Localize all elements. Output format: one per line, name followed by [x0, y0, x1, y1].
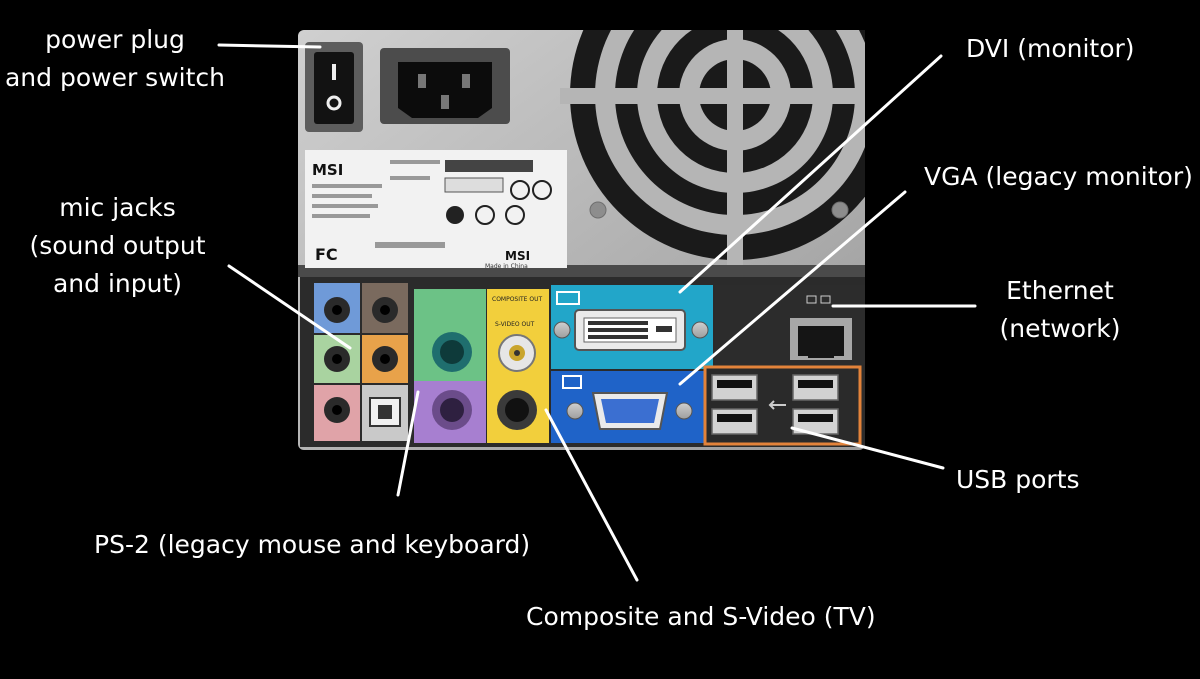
ps2-ports — [414, 289, 486, 443]
power-leader-line — [217, 43, 322, 49]
mic-jacks-label: mic jacks (sound output and input) — [10, 189, 225, 303]
usb-ports-label: USB ports — [956, 461, 1080, 499]
vga-port — [551, 371, 713, 443]
leader-lines — [217, 43, 977, 582]
dvi-label: DVI (monitor) — [966, 30, 1135, 68]
power-switch — [305, 42, 363, 132]
composite-label-line-1: Composite and S-Video (TV) — [526, 602, 876, 631]
vga-label: VGA (legacy monitor) — [924, 158, 1193, 196]
mic-label-line-2: (sound output — [29, 231, 206, 260]
audio-jacks — [314, 283, 408, 441]
dvi-port — [551, 285, 713, 369]
ps2-label-line-1: PS-2 (legacy mouse and keyboard) — [94, 530, 531, 559]
composite-svideo-label: Composite and S-Video (TV) — [526, 598, 876, 636]
ethernet-label-line-2: (network) — [999, 314, 1121, 343]
mic-leader-line — [227, 264, 352, 350]
made-in-text: Made in China — [485, 263, 528, 270]
ethernet-label: Ethernet (network) — [990, 272, 1130, 348]
power-plug-switch-label: power plug and power switch — [0, 21, 230, 97]
mic-label-line-1: mic jacks — [59, 193, 176, 222]
power-label-line-2: and power switch — [4, 63, 225, 92]
rating-label: MSI FC MSI Made in China — [305, 150, 567, 270]
dvi-leader-line — [678, 54, 943, 294]
composite-svideo-ports: COMPOSITE OUT S-VIDEO OUT — [487, 289, 549, 443]
ethernet-label-line-1: Ethernet — [1006, 276, 1114, 305]
vga-label-line-1: VGA (legacy monitor) — [924, 162, 1193, 191]
svideo-out-text: S-VIDEO OUT — [495, 321, 535, 328]
usb-ports — [703, 365, 862, 446]
usb-leader-line — [790, 426, 945, 470]
ps2-leader-line — [396, 390, 420, 497]
power-label-line-1: power plug — [45, 25, 185, 54]
power-plug — [380, 48, 510, 124]
svg-text:FC: FC — [315, 245, 338, 264]
ethernet-port — [715, 285, 865, 365]
brand-small-text: MSI — [505, 249, 530, 263]
dvi-label-line-1: DVI (monitor) — [966, 34, 1135, 63]
ps2-label: PS-2 (legacy mouse and keyboard) — [94, 526, 530, 564]
mic-label-line-3: and input) — [52, 269, 183, 298]
fan-grille — [560, 30, 865, 265]
composite-leader-line — [544, 408, 639, 582]
composite-out-text: COMPOSITE OUT — [492, 296, 542, 303]
usb-label-line-1: USB ports — [956, 465, 1080, 494]
brand-text: MSI — [312, 161, 343, 179]
vga-leader-line — [678, 190, 907, 386]
